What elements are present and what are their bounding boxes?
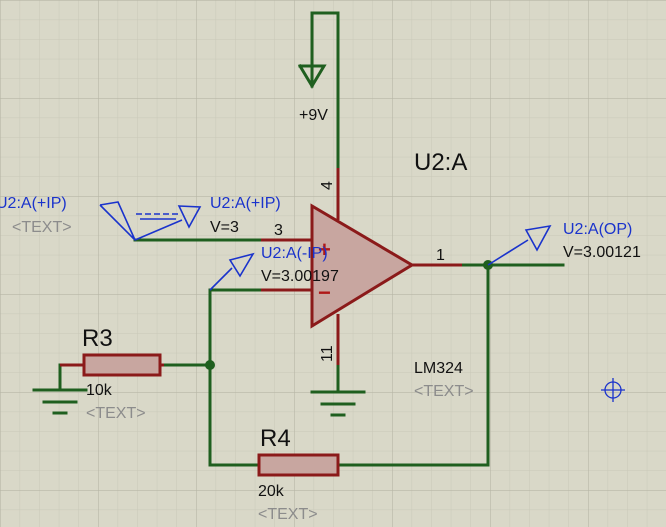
probe-arrow-icon xyxy=(524,224,552,252)
junction-dot xyxy=(205,360,215,370)
wire-feedback-right xyxy=(336,263,490,467)
probe-minus-value: V=3.00197 xyxy=(261,268,339,285)
probe-output-value: V=3.00121 xyxy=(563,244,641,261)
pin-number-plus: 3 xyxy=(274,222,283,239)
minus-symbol: − xyxy=(318,280,331,305)
opamp-u2a[interactable]: + − 3 1 4 11 U2:A LM324 <TEXT> xyxy=(261,149,474,400)
generator-arrow-icon xyxy=(99,201,136,241)
probe-stem xyxy=(134,219,183,241)
resistor-body xyxy=(257,453,340,477)
generator-terminal[interactable]: U2:A(+IP) <TEXT> xyxy=(0,195,136,241)
pin-number-gnd: 11 xyxy=(319,345,336,362)
opamp-body xyxy=(310,203,415,329)
probe-plus-label: U2:A(+IP) xyxy=(210,195,281,212)
probe-stem xyxy=(487,239,529,266)
resistor-r4[interactable]: R4 20k <TEXT> xyxy=(257,425,340,523)
plus-symbol: + xyxy=(318,237,331,262)
power-arrow-icon xyxy=(297,11,327,89)
r4-value-label: 20k xyxy=(258,483,285,500)
probe-plus-value: V=3 xyxy=(210,219,239,236)
r4-text-placeholder: <TEXT> xyxy=(258,506,318,523)
probe-arrow-icon xyxy=(228,252,255,278)
r3-ref-label: R3 xyxy=(82,325,113,352)
ground-icon[interactable] xyxy=(32,388,88,415)
probe-arrow-icon xyxy=(177,205,202,229)
power-terminal[interactable]: +9V xyxy=(297,11,340,170)
resistor-r3[interactable]: R3 10k <TEXT> xyxy=(60,325,164,422)
probe-stem xyxy=(209,267,233,291)
probe-minus-label: U2:A(-IP) xyxy=(261,245,328,262)
r3-text-placeholder: <TEXT> xyxy=(86,405,146,422)
opamp-text-placeholder: <TEXT> xyxy=(414,383,474,400)
voltage-probe-output[interactable]: U2:A(OP) V=3.00121 xyxy=(487,221,641,266)
generator-text-placeholder: <TEXT> xyxy=(12,219,72,236)
resistor-body xyxy=(82,353,162,377)
r3-value-label: 10k xyxy=(86,382,113,399)
r4-ref-label: R4 xyxy=(260,425,291,452)
power-wire xyxy=(310,11,340,170)
opamp-ref-label: U2:A xyxy=(414,149,467,176)
generator-label: U2:A(+IP) xyxy=(0,195,67,212)
probe-output-label: U2:A(OP) xyxy=(563,221,632,238)
pin-number-out: 1 xyxy=(436,247,445,264)
origin-crosshair-icon xyxy=(601,378,625,402)
ground-icon[interactable] xyxy=(310,390,366,417)
voltage-probe-minus[interactable]: U2:A(-IP) V=3.00197 xyxy=(209,245,339,291)
pin-number-vcc: 4 xyxy=(319,181,336,190)
power-label: +9V xyxy=(299,107,328,124)
voltage-probe-plus[interactable]: U2:A(+IP) V=3 xyxy=(134,195,281,241)
wires[interactable] xyxy=(58,238,565,467)
opamp-part-label: LM324 xyxy=(414,360,463,377)
